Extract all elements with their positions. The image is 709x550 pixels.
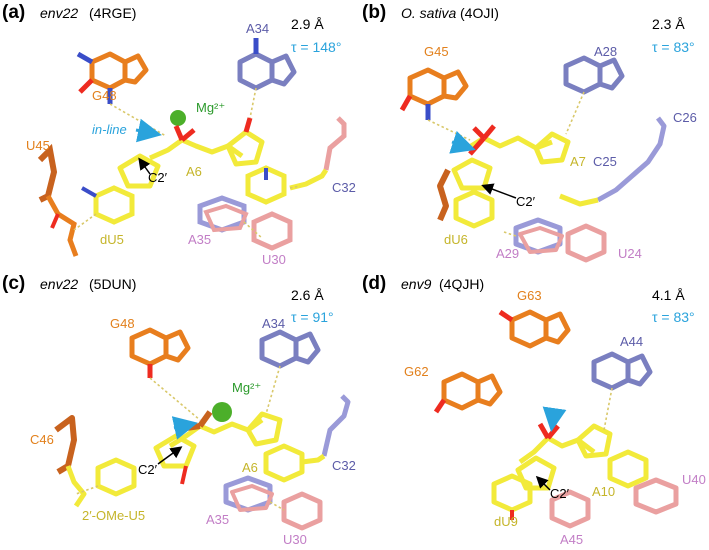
- panel-c-distance: 2.6 Å: [291, 287, 324, 303]
- residue-label-a10: A10: [592, 484, 615, 499]
- residue-label-a29: A29: [496, 246, 519, 261]
- hbond: [503, 231, 517, 237]
- residue-label-2ome-u5: 2′-OMe-U5: [82, 508, 145, 523]
- panel-b-structure: [399, 55, 667, 263]
- panel-c-title-code: (5DUN): [89, 276, 136, 292]
- u45-backbone: [37, 143, 79, 257]
- panel-c-structure: [54, 327, 351, 531]
- residue-label-a35: A35: [188, 232, 211, 247]
- panel-a: (a) env22 (4RGE) 2.9 Å τ = 148° Mg²⁺ in-…: [2, 2, 356, 267]
- panel-b-inline-arrow: [449, 130, 476, 154]
- panel-b-c2-arrow: [481, 183, 517, 199]
- panel-b-letter: (b): [362, 2, 386, 23]
- panel-c: (c) env22 (5DUN) 2.6 Å τ = 91° Mg²⁺ C2′ …: [2, 273, 356, 547]
- panel-d-c2-arrow: [535, 475, 551, 491]
- residue-label-u24: U24: [618, 246, 642, 261]
- c32-backbone: [289, 116, 347, 191]
- u30-nucleobase: [251, 211, 293, 251]
- residue-label-du6: dU6: [444, 232, 468, 247]
- hbond: [265, 365, 281, 415]
- panel-d-letter: (d): [362, 273, 386, 294]
- panel-a-letter: (a): [2, 2, 25, 23]
- panel-c-inline-arrow: [171, 416, 198, 440]
- hbond: [75, 485, 99, 495]
- panel-c-c2-label: C2′: [138, 462, 158, 477]
- panel-b-title-italic: O. sativa: [401, 5, 456, 21]
- hbond: [289, 185, 301, 189]
- residue-label-du5: dU5: [100, 232, 124, 247]
- hbond: [603, 387, 613, 431]
- panel-a-tau: τ = 148°: [291, 39, 341, 55]
- residue-label-c26: C26: [673, 110, 697, 125]
- residue-label-a6: A6: [186, 164, 202, 179]
- panel-b-title-code: (4OJI): [460, 5, 499, 21]
- residue-label-a28: A28: [594, 44, 617, 59]
- hbond: [249, 87, 257, 119]
- residue-label-a34: A34: [262, 316, 285, 331]
- mg-ion: [170, 110, 186, 126]
- panel-d-distance: 4.1 Å: [652, 287, 685, 303]
- du5-nucleobase: [81, 185, 135, 225]
- panel-a-inline-arrow: [135, 118, 162, 143]
- panel-a-title-code: (4RGE): [89, 5, 136, 21]
- panel-a-structure: [37, 38, 347, 257]
- panel-d: (d) env9 (4QJH) 4.1 Å τ = 83° C2′ G63 A4…: [362, 273, 706, 547]
- panel-b-c2-label: C2′: [516, 194, 536, 209]
- residue-label-a35: A35: [206, 512, 229, 527]
- panel-a-c2-label: C2′: [148, 170, 168, 185]
- residue-label-a34: A34: [246, 21, 269, 36]
- panel-c-tau: τ = 91°: [291, 309, 334, 325]
- hbond: [149, 377, 201, 421]
- residue-label-g45: G45: [424, 44, 449, 59]
- residue-label-u30: U30: [262, 252, 286, 267]
- residue-label-a44: A44: [620, 334, 643, 349]
- a34-nucleobase: [237, 38, 297, 91]
- a6-nucleobase: [245, 165, 287, 205]
- residue-label-c25: C25: [593, 154, 617, 169]
- panel-d-inline-arrow: [542, 406, 567, 432]
- panel-c-c2-arrow: [157, 446, 183, 465]
- residue-label-g62: G62: [404, 364, 429, 379]
- panel-a-distance: 2.9 Å: [291, 16, 324, 32]
- hbond: [565, 91, 585, 135]
- residue-label-du9: dU9: [494, 514, 518, 529]
- residue-label-g48: G48: [92, 88, 117, 103]
- hbond: [243, 221, 263, 239]
- panel-d-title-italic: env9: [401, 276, 432, 292]
- panel-c-letter: (c): [2, 273, 25, 294]
- residue-label-c46: C46: [30, 432, 54, 447]
- residue-label-a45: A45: [560, 532, 583, 547]
- residue-label-c32: C32: [332, 180, 356, 195]
- residue-label-g63: G63: [517, 288, 542, 303]
- hbond: [73, 213, 97, 231]
- residue-label-u30: U30: [283, 532, 307, 547]
- panel-a-title-italic: env22: [40, 5, 78, 21]
- panel-c-title-italic: env22: [40, 276, 78, 292]
- residue-label-c32: C32: [332, 458, 356, 473]
- panel-b-distance: 2.3 Å: [652, 16, 685, 32]
- residue-label-u40: U40: [682, 472, 706, 487]
- panel-d-title-code: (4QJH): [439, 276, 484, 292]
- residue-label-a6: A6: [242, 460, 258, 475]
- panel-a-c2-arrow: [138, 157, 151, 175]
- panel-d-c2-label: C2′: [550, 486, 570, 501]
- panel-a-inline-label: in-line: [92, 122, 127, 137]
- panel-d-tau: τ = 83°: [652, 309, 695, 325]
- panel-b-tau: τ = 83°: [652, 39, 695, 55]
- mg-ion: [212, 402, 232, 422]
- hbond: [427, 119, 471, 141]
- g48-nucleobase: [76, 51, 149, 104]
- panel-b: (b) O. sativa (4OJI) 2.3 Å τ = 83° C2′ G…: [362, 2, 697, 263]
- residue-label-a7: A7: [570, 154, 586, 169]
- panel-a-ion-label: Mg²⁺: [196, 100, 225, 115]
- scissile-backbone: [117, 117, 265, 189]
- a35-nucleobase: [197, 195, 249, 233]
- residue-label-u45: U45: [26, 138, 50, 153]
- residue-label-g48: G48: [110, 316, 135, 331]
- panel-c-ion-label: Mg²⁺: [232, 380, 261, 395]
